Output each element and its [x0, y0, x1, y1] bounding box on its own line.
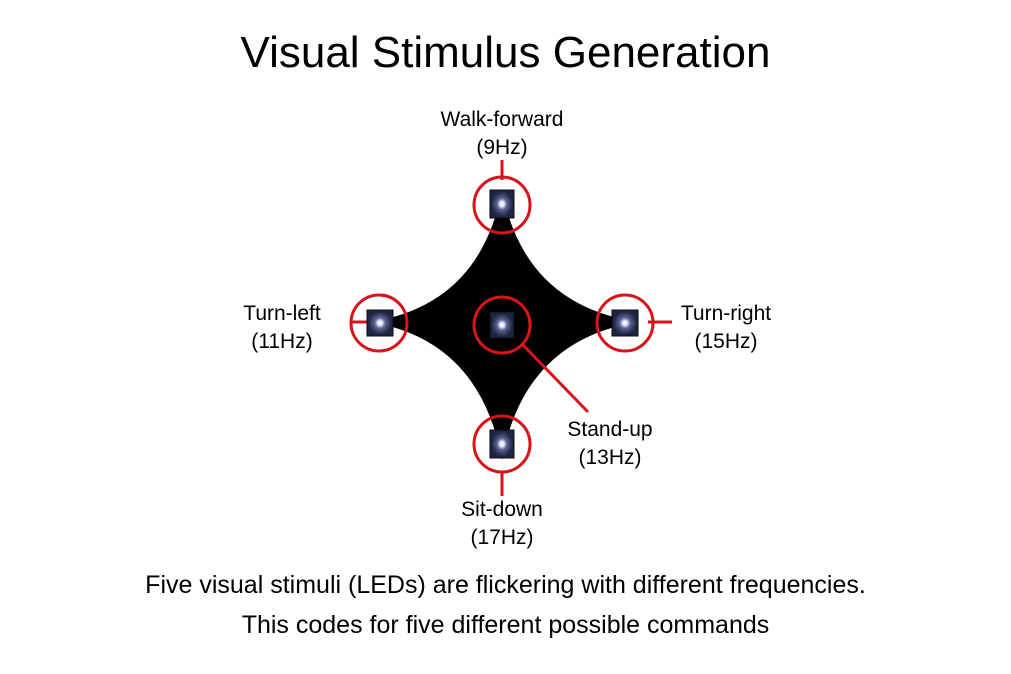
label-stand-up: Stand-up (13Hz) [550, 416, 670, 472]
label-turn-right-freq: (15Hz) [694, 330, 758, 353]
label-walk-forward-freq: (9Hz) [476, 136, 528, 159]
label-walk-forward-name: Walk-forward [440, 108, 564, 131]
led-sit-down [489, 429, 515, 459]
ring-turn-right [595, 293, 655, 353]
led-center [489, 311, 515, 339]
led-turn-right [611, 309, 639, 337]
led-turn-left [366, 309, 394, 337]
label-walk-forward: Walk-forward (9Hz) [422, 106, 582, 162]
ring-turn-left [349, 293, 409, 353]
ring-stand-up [472, 295, 532, 355]
label-sit-down-freq: (17Hz) [470, 526, 534, 549]
ring-sit-down [472, 414, 532, 474]
label-sit-down-name: Sit-down [461, 498, 543, 521]
connector-stand-up [520, 342, 590, 414]
ring-walk-forward [472, 175, 532, 235]
label-turn-right: Turn-right (15Hz) [666, 300, 786, 356]
label-turn-left-freq: (11Hz) [251, 330, 313, 353]
label-turn-left: Turn-left (11Hz) [222, 300, 342, 356]
label-turn-right-name: Turn-right [680, 302, 772, 325]
label-turn-left-name: Turn-left [243, 302, 321, 325]
caption-line-2: This codes for five different possible c… [241, 611, 770, 639]
label-stand-up-name: Stand-up [567, 418, 653, 441]
label-stand-up-freq: (13Hz) [578, 446, 642, 469]
caption-line-1: Five visual stimuli (LEDs) are flickerin… [145, 571, 866, 599]
led-walk-forward [489, 189, 515, 219]
label-sit-down: Sit-down (17Hz) [442, 496, 562, 552]
slide-title: Visual Stimulus Generation [240, 28, 771, 77]
